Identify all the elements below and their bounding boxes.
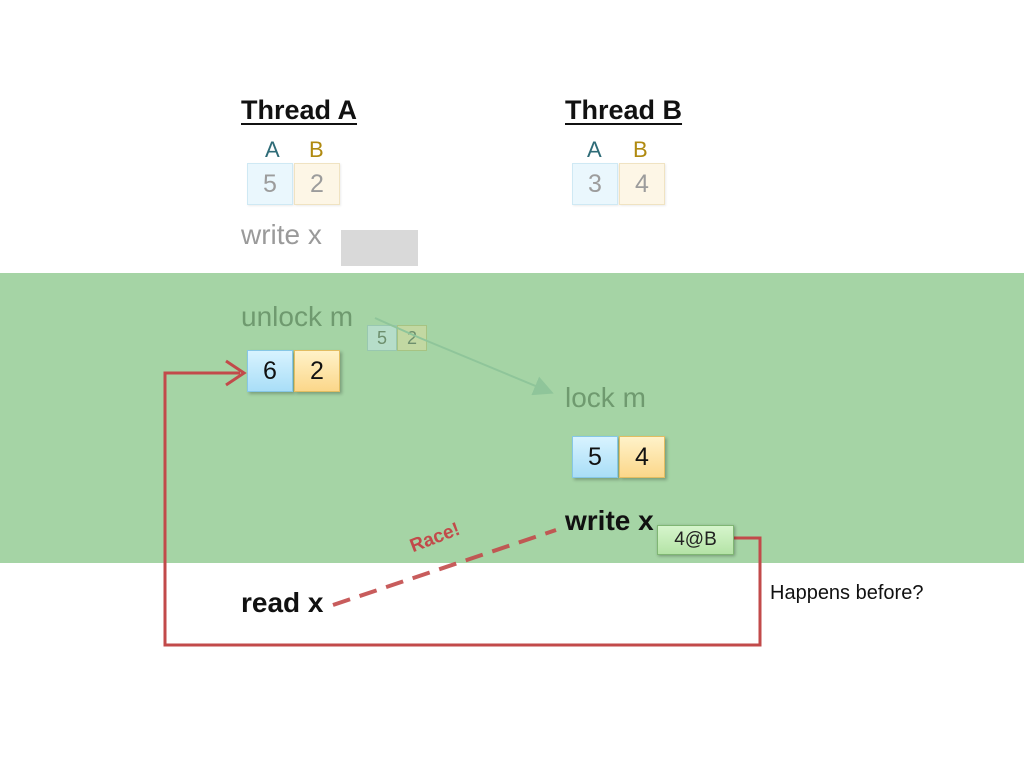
thread-b-header-b: B: [633, 137, 648, 162]
race-dashed-line: [332, 528, 557, 607]
thread-b-title: Thread B: [565, 95, 683, 125]
write-tag: 4@B: [657, 525, 734, 555]
happens-before-question: Happens before?: [770, 582, 924, 604]
thread-b-initial-clock-a: 3: [572, 163, 618, 205]
happens-before-arrowhead: [225, 359, 247, 387]
thread-a-after-unlock-clock-b: 2: [294, 350, 340, 392]
critical-section-band: [0, 273, 1024, 563]
thread-b-initial-clock-b: 4: [619, 163, 665, 205]
released-clock-a: 5: [367, 325, 397, 351]
thread-b-lock-op: lock m: [565, 382, 646, 413]
thread-b-after-lock-clock-b: 4: [619, 436, 665, 478]
thread-a-title: Thread A: [241, 95, 358, 125]
happens-before-arrow: [163, 371, 762, 647]
thread-b-after-lock-clock-a: 5: [572, 436, 618, 478]
thread-a-after-unlock-clock-a: 6: [247, 350, 293, 392]
redacted-box: [341, 230, 418, 266]
thread-a-initial-clock-b: 2: [294, 163, 340, 205]
thread-a-write-op: write x: [241, 219, 322, 250]
thread-b-header-a: A: [587, 137, 602, 162]
thread-a-unlock-op: unlock m: [241, 301, 354, 332]
thread-a-initial-clock-a: 5: [247, 163, 293, 205]
thread-a-header-a: A: [265, 137, 280, 162]
thread-a-read-op: read x: [241, 587, 324, 618]
thread-b-write-op: write x: [565, 505, 654, 536]
release-acquire-arrow: [374, 317, 554, 396]
thread-a-header-b: B: [309, 137, 324, 162]
